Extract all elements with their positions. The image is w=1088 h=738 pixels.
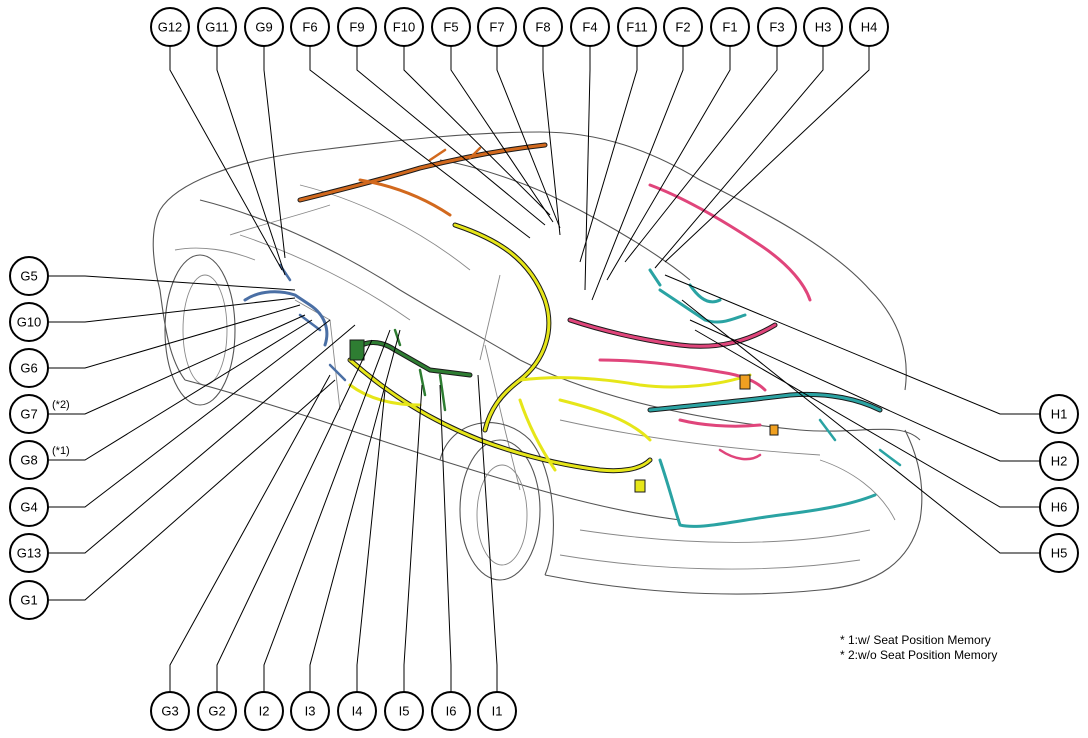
callout-G11: G11 bbox=[197, 7, 237, 47]
roof-harness bbox=[298, 143, 547, 202]
svg-text:G13: G13 bbox=[17, 546, 42, 561]
callout-F1: F1 bbox=[710, 7, 750, 47]
svg-text:G12: G12 bbox=[158, 20, 183, 35]
callout-F3: F3 bbox=[757, 7, 797, 47]
callouts-right: H1 H2 H6 H5 bbox=[1039, 394, 1079, 573]
callout-G5: G5 bbox=[9, 256, 49, 296]
svg-text:F4: F4 bbox=[582, 20, 597, 35]
svg-text:G11: G11 bbox=[205, 20, 229, 35]
callout-G10: G10 bbox=[9, 302, 49, 342]
svg-text:F1: F1 bbox=[722, 20, 737, 35]
callout-H2: H2 bbox=[1039, 441, 1079, 481]
g7-suffix: (*2) bbox=[52, 399, 70, 411]
footnotes: * 1:w/ Seat Position Memory * 2:w/o Seat… bbox=[840, 633, 997, 662]
svg-text:I2: I2 bbox=[259, 704, 270, 719]
callout-G8: G8 bbox=[9, 440, 49, 480]
svg-text:F2: F2 bbox=[675, 20, 690, 35]
svg-text:F9: F9 bbox=[349, 20, 364, 35]
callout-H5: H5 bbox=[1039, 533, 1079, 573]
footnote-1: * 1:w/ Seat Position Memory bbox=[840, 633, 991, 647]
callout-G12: G12 bbox=[150, 7, 190, 47]
svg-text:G7: G7 bbox=[20, 407, 37, 422]
callout-G3: G3 bbox=[150, 691, 190, 731]
callout-G4: G4 bbox=[9, 487, 49, 527]
callout-H1: H1 bbox=[1039, 394, 1079, 434]
callout-F11: F11 bbox=[617, 7, 657, 47]
svg-text:I5: I5 bbox=[399, 704, 410, 719]
callout-H3: H3 bbox=[803, 7, 843, 47]
callout-I4: I4 bbox=[337, 691, 377, 731]
callout-G9: G9 bbox=[244, 7, 284, 47]
callout-F10: F10 bbox=[384, 7, 424, 47]
svg-text:G2: G2 bbox=[208, 704, 225, 719]
callout-F7: F7 bbox=[477, 7, 517, 47]
svg-text:H2: H2 bbox=[1051, 454, 1068, 469]
svg-text:G9: G9 bbox=[255, 20, 272, 35]
leader-lines bbox=[49, 46, 1040, 692]
svg-text:G3: G3 bbox=[161, 704, 178, 719]
callout-F5: F5 bbox=[431, 7, 471, 47]
callout-G13: G13 bbox=[9, 533, 49, 573]
svg-text:F6: F6 bbox=[302, 20, 317, 35]
g8-suffix: (*1) bbox=[52, 445, 70, 457]
svg-text:H5: H5 bbox=[1051, 546, 1068, 561]
svg-text:G6: G6 bbox=[20, 361, 37, 376]
svg-text:H3: H3 bbox=[815, 20, 832, 35]
callouts-top: G12 G11 G9 F6 F9 F10 F5 F7 F8 F4 F11 F2 … bbox=[150, 7, 889, 47]
footnote-2: * 2:w/o Seat Position Memory bbox=[840, 648, 997, 662]
svg-text:H1: H1 bbox=[1051, 407, 1068, 422]
svg-text:G5: G5 bbox=[20, 269, 37, 284]
svg-text:G1: G1 bbox=[20, 593, 37, 608]
callouts-left: G5 G10 G6 G7 (*2) G8 (*1) G4 G13 G1 bbox=[9, 256, 70, 620]
svg-text:F11: F11 bbox=[626, 20, 647, 35]
callout-G6: G6 bbox=[9, 348, 49, 388]
callout-G7: G7 bbox=[9, 394, 49, 434]
svg-text:I3: I3 bbox=[305, 704, 316, 719]
svg-text:G4: G4 bbox=[20, 500, 37, 515]
floor-harness-left bbox=[353, 341, 472, 377]
svg-text:G10: G10 bbox=[17, 315, 42, 330]
svg-text:F5: F5 bbox=[443, 20, 458, 35]
svg-text:F8: F8 bbox=[535, 20, 550, 35]
callout-I2: I2 bbox=[244, 691, 284, 731]
callout-H6: H6 bbox=[1039, 487, 1079, 527]
callout-F9: F9 bbox=[337, 7, 377, 47]
callout-I3: I3 bbox=[290, 691, 330, 731]
callout-I1: I1 bbox=[477, 691, 517, 731]
callout-I5: I5 bbox=[384, 691, 424, 731]
callout-F4: F4 bbox=[570, 7, 610, 47]
callout-F2: F2 bbox=[663, 7, 703, 47]
callout-F8: F8 bbox=[523, 7, 563, 47]
svg-text:F3: F3 bbox=[769, 20, 784, 35]
callout-I6: I6 bbox=[431, 691, 471, 731]
instrument-harness bbox=[568, 318, 777, 348]
callout-H4: H4 bbox=[849, 7, 889, 47]
callout-F6: F6 bbox=[290, 7, 330, 47]
engine-harness bbox=[648, 392, 882, 412]
body-harness bbox=[348, 358, 652, 473]
svg-text:F10: F10 bbox=[393, 20, 415, 35]
svg-text:G8: G8 bbox=[20, 453, 37, 468]
svg-text:I1: I1 bbox=[492, 704, 503, 719]
svg-text:H6: H6 bbox=[1051, 500, 1068, 515]
door-harness-left bbox=[243, 290, 329, 347]
callouts-bottom: G3 G2 I2 I3 I4 I5 I6 I1 bbox=[150, 691, 517, 731]
wiring-harnesses bbox=[243, 142, 902, 528]
callout-G2: G2 bbox=[197, 691, 237, 731]
svg-text:F7: F7 bbox=[489, 20, 504, 35]
svg-text:H4: H4 bbox=[861, 20, 878, 35]
svg-text:I4: I4 bbox=[352, 704, 363, 719]
svg-text:I6: I6 bbox=[446, 704, 457, 719]
callout-G1: G1 bbox=[9, 580, 49, 620]
